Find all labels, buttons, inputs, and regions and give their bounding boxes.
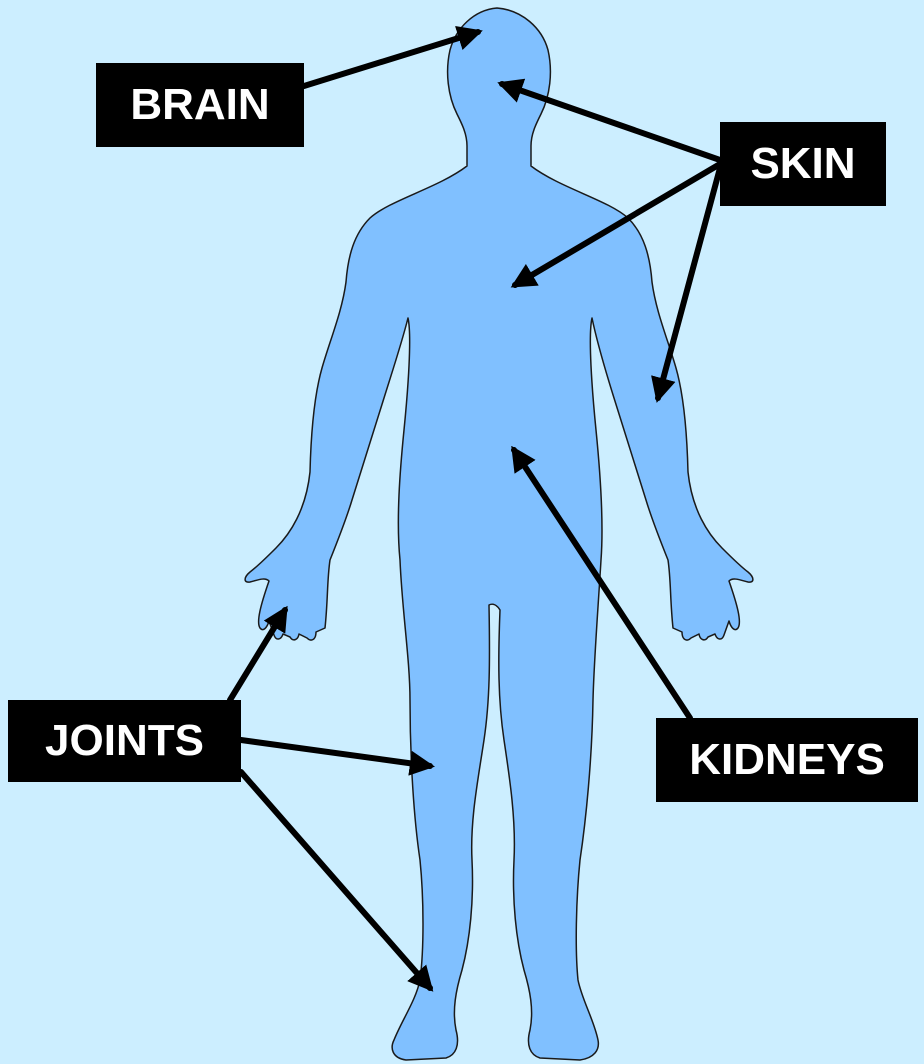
label-kidneys: KIDNEYS — [656, 718, 918, 802]
human-body-silhouette — [245, 8, 753, 1060]
arrow-joints-to-ankle — [241, 772, 430, 988]
arrow-skin-to-forearm — [658, 168, 720, 398]
arrow-joints-to-hand — [230, 610, 285, 700]
label-skin: SKIN — [720, 122, 886, 206]
arrow-joints-to-knee — [241, 740, 430, 766]
label-joints: JOINTS — [8, 700, 241, 782]
body-outline — [245, 8, 753, 1060]
label-brain: BRAIN — [96, 63, 304, 147]
